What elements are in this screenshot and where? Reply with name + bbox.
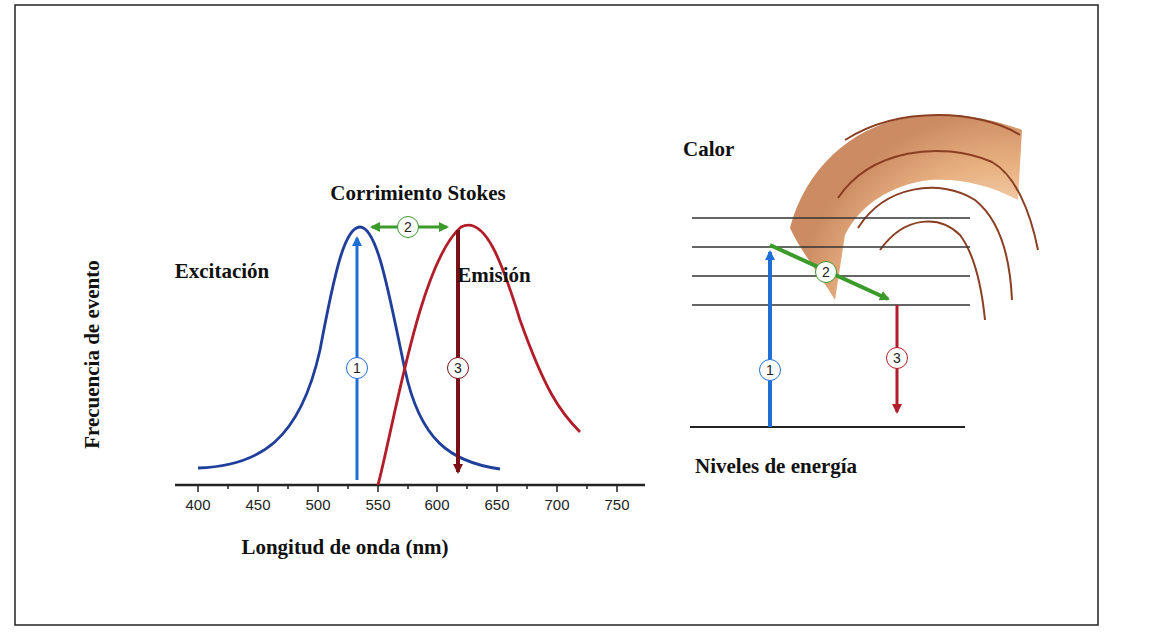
- axis-tick-label: 500: [305, 497, 330, 514]
- label-text: Niveles de energía: [695, 455, 857, 478]
- label-text: Calor: [683, 138, 734, 161]
- callout-number: 1: [346, 357, 368, 379]
- axis-tick-label: 750: [604, 497, 629, 514]
- axis-title: Frecuencia de evento: [80, 261, 103, 450]
- axis-tick-label: 600: [424, 497, 449, 514]
- callout-number: 3: [447, 357, 469, 379]
- label-text: Longitud de onda (nm): [241, 536, 448, 559]
- axis-tick-label: 650: [484, 497, 509, 514]
- label-text: Corrimiento Stokes: [330, 182, 506, 205]
- label-text: Excitación: [175, 260, 270, 283]
- axis-tick-label: 400: [185, 497, 210, 514]
- callout-number: 1: [759, 359, 781, 381]
- callout-number: 2: [397, 216, 419, 238]
- axis-tick-label: 550: [365, 497, 390, 514]
- callout-number: 2: [815, 261, 837, 283]
- callout-number: 3: [886, 347, 908, 369]
- label-text: Emisión: [457, 264, 531, 287]
- axis-tick-label: 450: [245, 497, 270, 514]
- axis-tick-label: 700: [544, 497, 569, 514]
